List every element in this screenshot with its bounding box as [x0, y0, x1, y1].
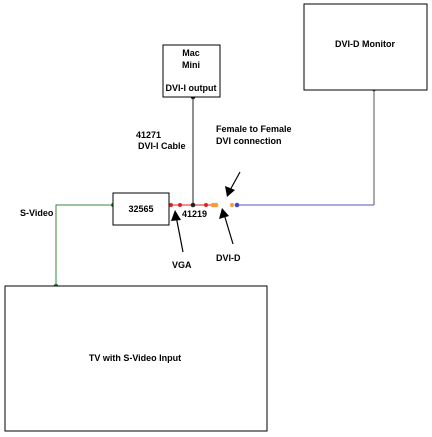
dvi-left-dot — [230, 203, 234, 207]
connection-label-2: DVI connection — [216, 136, 282, 146]
mac-junction-dot — [190, 202, 196, 208]
vga-left-dot — [169, 203, 173, 207]
tv-label: TV with S-Video Input — [89, 353, 181, 363]
converter-label: 32565 — [128, 204, 153, 214]
dvi-monitor-box — [303, 3, 428, 91]
arrow-to-dvi-connection — [225, 171, 241, 197]
converter-box — [112, 192, 170, 226]
mac-mini-label-3: DVI-I output — [166, 83, 217, 93]
mac-mini-label-1: Mac — [182, 48, 200, 58]
svideo-wire — [55, 204, 113, 286]
dvi-monitor-label: DVI-D Monitor — [335, 39, 395, 49]
adapter-right-dot — [204, 203, 208, 207]
vga-mid-dot — [178, 203, 182, 207]
adapter-part-label: 41219 — [182, 209, 207, 219]
dvi-right-dot — [234, 202, 240, 208]
cable-name-label: DVI-I Cable — [138, 141, 186, 151]
dvid-label: DVI-D — [216, 253, 241, 263]
cable-part-label: 41271 — [136, 130, 161, 140]
svideo-label: S-Video — [20, 208, 54, 218]
orange-plug-dot-2 — [213, 202, 219, 208]
vga-label: VGA — [172, 260, 192, 270]
tv-box — [4, 285, 268, 432]
mac-mini-label-2: Mini — [182, 60, 200, 70]
connection-label-1: Female to Female — [216, 124, 292, 134]
mac-mini-box — [162, 44, 221, 98]
arrow-to-dvid — [219, 208, 234, 245]
arrow-to-vga — [171, 210, 184, 253]
